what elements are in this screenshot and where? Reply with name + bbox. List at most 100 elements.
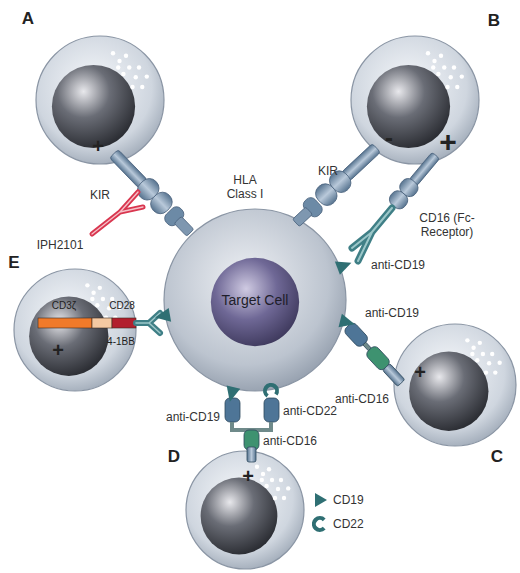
nk-cell: D+ [185,450,305,570]
granule [460,74,464,78]
cell-membrane [186,451,304,569]
cell-membrane [36,36,164,164]
granule [117,59,121,63]
molecule-label: anti-CD19 [365,307,419,321]
cell-text: 4-1BB [107,337,135,347]
legend-entry: CD19 [312,492,364,508]
granule [145,74,149,78]
trispecific-construct [225,398,279,462]
cell-nucleus [211,258,299,346]
cell-membrane [14,269,136,391]
cell-text: Target Cell [222,293,289,307]
molecule-label: anti-CD16 [263,435,317,449]
granule [95,303,99,307]
granule [431,65,435,69]
panel-letter: B [488,12,500,29]
granule [465,338,469,342]
granule [90,297,94,301]
granule [104,315,108,319]
granule [436,72,440,76]
granule [270,478,274,482]
granule [137,65,141,69]
cell-text: + [242,466,254,486]
bispecific-construct [343,321,406,388]
cell-nucleus [409,352,488,431]
granule [445,85,449,89]
cell-outline [13,268,137,392]
granule [127,65,131,69]
cell-nucleus [29,297,108,376]
granule [121,72,125,76]
granule [267,467,271,471]
granule [101,297,105,301]
granule [471,346,475,350]
legend-text: CD19 [333,493,364,507]
granule [260,478,264,482]
granule [111,51,115,55]
nk-cell: B-+ [350,35,480,165]
granule [452,65,456,69]
granule [273,496,277,500]
molecule-label: anti-CD22 [283,405,337,419]
granule [455,85,459,89]
granule [442,65,446,69]
cell-text: CD28 [109,301,135,311]
granule [264,484,268,488]
cell-text: + [439,127,457,157]
granule [497,360,501,364]
granule [439,54,443,58]
anti-cd19-antibody [352,208,392,261]
cell-membrane [351,36,479,164]
granule [91,291,95,295]
panel-letter: C [491,448,503,465]
granule [130,85,134,89]
cell-nucleus [367,65,450,148]
legend-entry: CD22 [312,516,364,532]
cd22-antigen [262,382,280,398]
granule [484,370,488,374]
cell-nucleus [201,478,278,555]
granule [124,54,128,58]
granule [276,487,280,491]
granule [487,361,491,365]
cd16-receptor [387,150,443,212]
nk-cell: A+ [35,35,165,165]
molecule-label: KIR [318,165,338,179]
panel-letter: A [22,10,34,27]
cell-text: + [52,340,64,360]
molecule-label: CD16 (Fc-Receptor) [406,212,488,240]
granule [140,85,144,89]
cd19-antigen [154,256,357,403]
legend-text: CD22 [333,517,364,531]
cell-membrane [164,209,346,391]
granule [481,352,485,356]
cell-text: - [385,126,393,150]
granule [282,496,286,500]
granule [286,486,290,490]
legend-symbol [312,492,328,508]
molecule-label: HLA Class I [221,174,269,202]
cell-text: CD3ζ [52,301,76,311]
cell-membrane [394,324,516,446]
nk-cell: ECD3ζCD284-1BB+ [13,268,137,392]
granule [116,65,120,69]
granule [279,478,283,482]
granule [255,465,259,469]
granule [475,358,479,362]
molecule-label: KIR [90,189,110,203]
target-cell: Target Cell [163,208,347,392]
nk-cell: C+ [393,323,517,447]
granule [478,341,482,345]
car-construct [38,318,136,328]
molecule-label: IPH2101 [37,239,84,253]
molecule-label: anti-CD19 [371,259,425,273]
granule [113,315,117,319]
granule [98,286,102,290]
cell-text: + [92,136,104,156]
granule [134,75,138,79]
cell-outline [350,35,480,165]
